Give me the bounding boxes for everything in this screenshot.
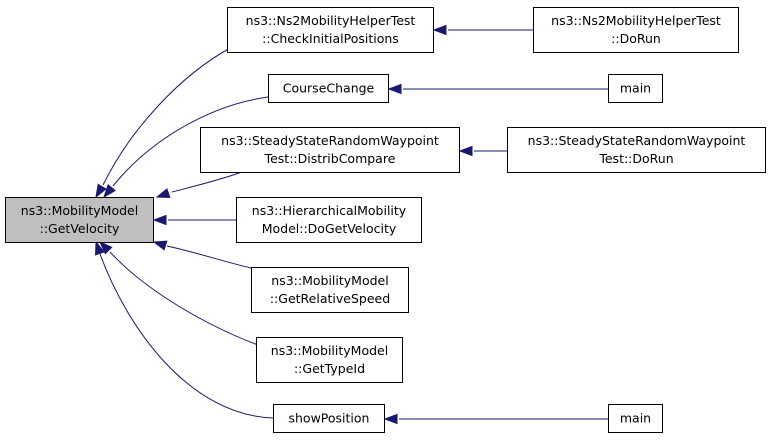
- node-relspeed[interactable]: ns3::MobilityModel::GetRelativeSpeed: [251, 267, 409, 313]
- node-box[interactable]: [227, 7, 434, 53]
- edge-arrowhead: [98, 240, 113, 255]
- edge-arrowhead: [155, 188, 171, 199]
- node-label-line: ns3::HierarchicalMobility: [252, 203, 407, 218]
- node-label-line: ns3::MobilityModel: [21, 203, 138, 218]
- node-label-line: ::GetRelativeSpeed: [270, 291, 390, 306]
- edges-layer: [94, 24, 608, 425]
- node-label-line: Test::DistribCompare: [264, 151, 396, 166]
- edge-line: [109, 251, 259, 346]
- node-box[interactable]: [507, 127, 766, 173]
- node-label-line: ::GetTypeId: [294, 361, 365, 376]
- node-steadydist[interactable]: ns3::SteadyStateRandomWaypointTest::Dist…: [200, 127, 460, 173]
- edge-ns2dorun-to-ns2check: [432, 24, 533, 36]
- node-box[interactable]: [608, 404, 663, 433]
- edge-arrowhead: [152, 240, 168, 251]
- node-label-line: main: [620, 411, 651, 426]
- node-label-line: Test::DoRun: [598, 151, 673, 166]
- node-steadydorun[interactable]: ns3::SteadyStateRandomWaypointTest::DoRu…: [507, 127, 766, 173]
- edge-showpos-to-root: [94, 240, 274, 419]
- node-box[interactable]: [268, 74, 389, 103]
- node-typeid[interactable]: ns3::MobilityModel::GetTypeId: [256, 337, 403, 383]
- edge-arrowhead: [94, 240, 105, 256]
- edge-typeid-to-root: [98, 240, 259, 346]
- node-hier[interactable]: ns3::HierarchicalMobilityModel::DoGetVel…: [236, 197, 422, 243]
- node-label-line: ns3::SteadyStateRandomWaypoint: [528, 133, 746, 148]
- node-label-line: ns3::SteadyStateRandomWaypoint: [221, 133, 439, 148]
- edge-arrowhead: [152, 214, 167, 226]
- edge-line: [171, 171, 243, 193]
- node-box[interactable]: [200, 127, 460, 173]
- edge-arrowhead: [95, 183, 107, 199]
- edge-line: [102, 46, 233, 186]
- node-showpos[interactable]: showPosition: [273, 404, 385, 433]
- edge-main1-to-course: [387, 83, 608, 95]
- node-box[interactable]: [608, 74, 663, 103]
- node-label-line: ::GetVelocity: [40, 221, 120, 236]
- node-label-line: CourseChange: [283, 81, 375, 96]
- node-label-line: ::DoRun: [611, 31, 661, 46]
- edge-steadydorun-to-steadydist: [458, 145, 507, 157]
- edge-arrowhead: [103, 184, 116, 199]
- node-box[interactable]: [251, 267, 409, 313]
- node-ns2check[interactable]: ns3::Ns2MobilityHelperTest::CheckInitial…: [227, 7, 434, 53]
- node-box[interactable]: [273, 404, 385, 433]
- node-main2[interactable]: main: [608, 404, 663, 433]
- node-label-line: ns3::MobilityModel: [271, 343, 388, 358]
- node-main1[interactable]: main: [608, 74, 663, 103]
- node-label-line: ::CheckInitialPositions: [262, 31, 399, 46]
- edge-hier-to-root: [152, 214, 236, 226]
- edge-course-to-root: [103, 96, 269, 199]
- node-ns2dorun[interactable]: ns3::Ns2MobilityHelperTest::DoRun: [533, 7, 739, 53]
- edge-arrowhead: [458, 145, 473, 157]
- node-root[interactable]: ns3::MobilityModel::GetVelocity: [5, 197, 154, 243]
- edge-arrowhead: [387, 83, 402, 95]
- edge-line: [166, 245, 252, 269]
- node-label-line: showPosition: [289, 411, 370, 426]
- node-course[interactable]: CourseChange: [268, 74, 389, 103]
- edge-line: [99, 253, 274, 419]
- edge-arrowhead: [432, 24, 447, 36]
- edge-main2-to-showpos: [383, 413, 608, 425]
- node-box[interactable]: [533, 7, 739, 53]
- node-box[interactable]: [5, 197, 154, 243]
- node-label-line: Model::DoGetVelocity: [262, 221, 397, 236]
- edge-steadydist-to-root: [155, 171, 243, 199]
- node-label-line: main: [620, 81, 651, 96]
- node-box[interactable]: [236, 197, 422, 243]
- edge-line: [112, 96, 269, 187]
- nodes-layer: ns3::MobilityModel::GetVelocity ns3::Ns2M…: [5, 7, 766, 433]
- edge-ns2check-to-root: [95, 46, 233, 199]
- node-box[interactable]: [256, 337, 403, 383]
- node-label-line: ns3::Ns2MobilityHelperTest: [551, 13, 721, 28]
- edge-arrowhead: [383, 413, 398, 425]
- edge-relspeed-to-root: [152, 240, 252, 269]
- node-label-line: ns3::MobilityModel: [271, 273, 388, 288]
- node-label-line: ns3::Ns2MobilityHelperTest: [246, 13, 416, 28]
